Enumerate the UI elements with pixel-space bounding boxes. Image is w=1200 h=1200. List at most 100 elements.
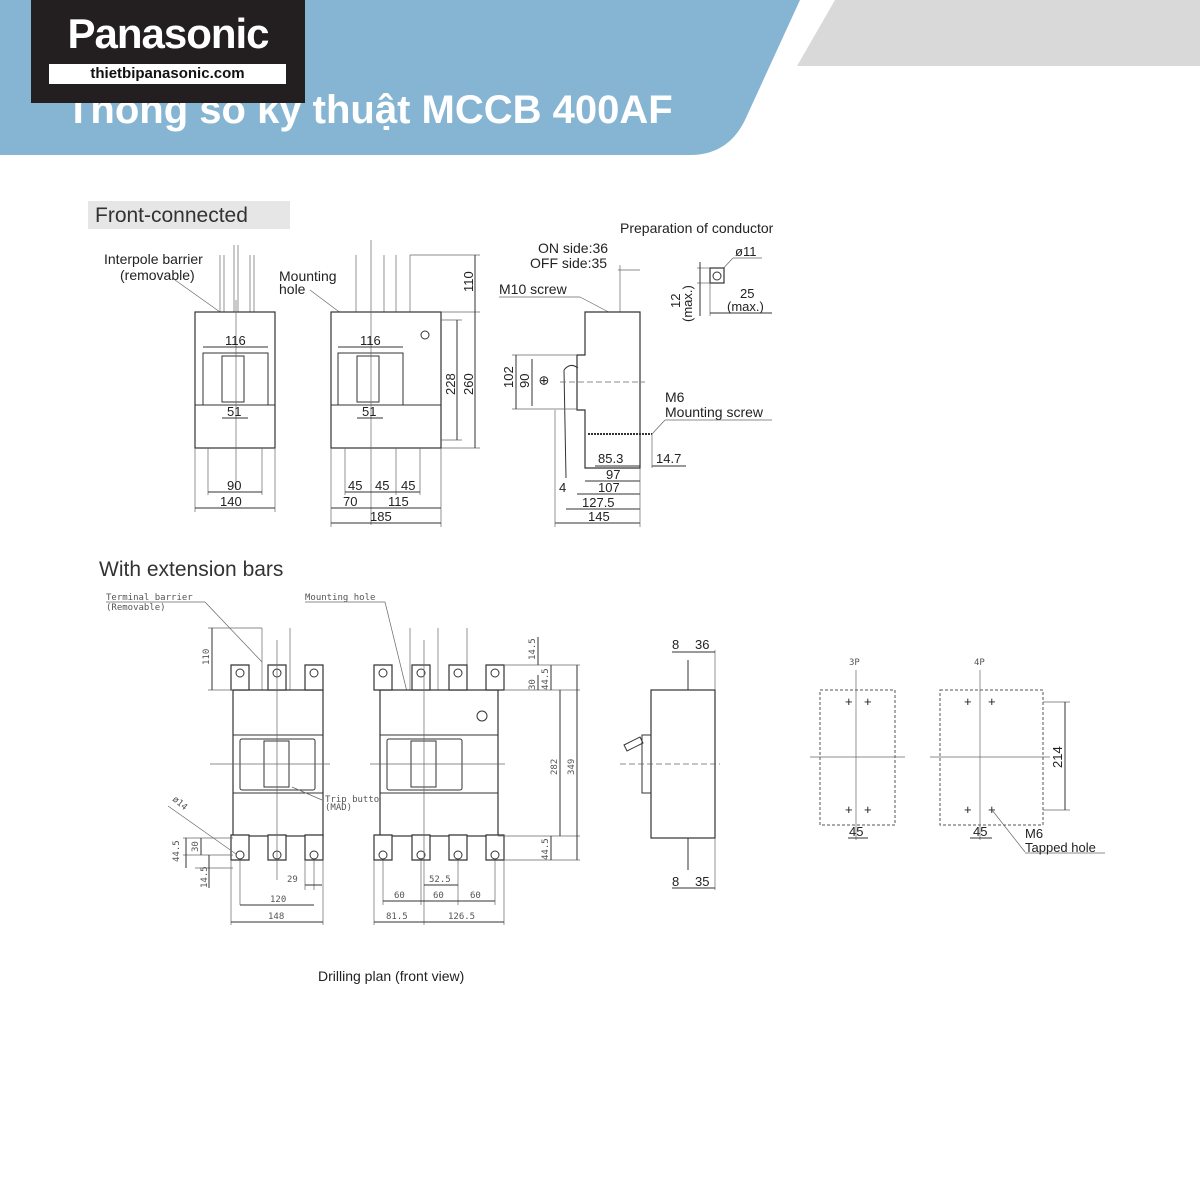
- mounting-hole-label: Mounting: [279, 268, 337, 284]
- dim-44-5: 44.5: [541, 838, 551, 860]
- dim-90: 90: [517, 374, 532, 388]
- svg-text:⊕: ⊕: [536, 375, 551, 386]
- dim-51: 51: [362, 404, 376, 419]
- m6-label: M6: [1025, 826, 1043, 841]
- dim-8: 8: [672, 637, 679, 652]
- dim-36: 36: [695, 637, 709, 652]
- dim-30: 30: [191, 841, 201, 852]
- dim-60: 60: [394, 891, 405, 901]
- svg-text:+: +: [964, 694, 972, 709]
- dim-214: 214: [1050, 746, 1065, 768]
- m10-screw-label: M10 screw: [499, 281, 568, 297]
- dim-60: 60: [433, 891, 444, 901]
- dim-29: 29: [287, 875, 298, 885]
- dim-51: 51: [227, 404, 241, 419]
- top-terminals-3p: [230, 664, 324, 861]
- dim-148: 148: [268, 912, 284, 922]
- dim-44-5: 44.5: [541, 668, 551, 690]
- m6-label: M6: [665, 389, 685, 405]
- dim-145: 145: [588, 509, 610, 524]
- brand-name: Panasonic: [67, 10, 269, 57]
- dim-90: 90: [227, 478, 241, 493]
- dim-115: 115: [388, 494, 409, 509]
- dim-44-5: 44.5: [172, 840, 182, 862]
- extension-bars-heading: With extension bars: [99, 558, 283, 581]
- svg-text:+: +: [845, 802, 853, 817]
- front-side-view: ON side:36 OFF side:35 M10 screw ⊕ 102 9…: [499, 240, 772, 527]
- dim-8: 8: [672, 874, 679, 889]
- svg-text:+: +: [964, 802, 972, 817]
- front-3p-view: Interpole barrier (removable) 116 51 90 …: [104, 245, 276, 512]
- dim-120: 120: [270, 895, 286, 905]
- front-connected-heading: Front-connected: [95, 204, 248, 227]
- website-link[interactable]: thietbipanasonic.com: [49, 64, 286, 84]
- dim-52-5: 52.5: [429, 875, 451, 885]
- mounting-hole-label-2: hole: [279, 281, 306, 297]
- dim-260: 260: [461, 373, 476, 395]
- off-side-label: OFF side:35: [530, 255, 607, 271]
- dim-12-max: (max.): [680, 285, 695, 322]
- on-side-label: ON side:36: [538, 240, 608, 256]
- panasonic-logo[interactable]: Panasonic thietbipanasonic.com: [31, 0, 305, 103]
- drilling-plan-caption: Drilling plan (front view): [318, 968, 464, 984]
- dim-228: 228: [443, 373, 458, 395]
- dim-70: 70: [343, 494, 357, 509]
- svg-text:+: +: [988, 802, 996, 817]
- dim-85-3: 85.3: [598, 451, 623, 466]
- trip-button-label: Trip button: [325, 795, 385, 805]
- trip-button-sub: (MAD): [325, 803, 352, 813]
- mounting-screw-label: Mounting screw: [665, 404, 764, 420]
- extension-4p-view: Mounting hole 14.5 30 44.5 282 349 44.5 …: [305, 593, 580, 925]
- drilling-plan-4p: 4P ++ ++ 214 45 M6 Tapped hole: [930, 658, 1105, 855]
- label-3p: 3P: [849, 658, 860, 668]
- drilling-plan-3p: 3P ++ ++ 45: [810, 658, 905, 840]
- dim-25-max: (max.): [727, 299, 764, 314]
- dim-81-5: 81.5: [386, 912, 408, 922]
- dim-45: 45: [348, 478, 362, 493]
- mounting-hole-label: Mounting hole: [305, 593, 375, 603]
- dim-25: 25: [740, 286, 754, 301]
- extension-3p-view: Terminal barrier (Removable) 110 Trip bu…: [106, 593, 385, 925]
- header-banner: Thông số kỹ thuật MCCB 400AF Panasonic t…: [0, 0, 1200, 160]
- terminal-barrier-label: Terminal barrier: [106, 593, 193, 603]
- label-4p: 4P: [974, 658, 985, 668]
- dim-116: 116: [360, 333, 381, 348]
- dim-282: 282: [550, 759, 560, 775]
- svg-text:+: +: [864, 694, 872, 709]
- dim-127-5: 127.5: [582, 495, 615, 510]
- dim-12: 12: [668, 294, 683, 308]
- dim-14-5: 14.5: [200, 866, 210, 888]
- dim-hole-11: ø11: [735, 244, 756, 259]
- dim-14-7: 14.7: [656, 451, 681, 466]
- interpole-barrier-label: Interpole barrier: [104, 251, 203, 267]
- preparation-heading: Preparation of conductor: [620, 220, 774, 236]
- svg-text:+: +: [988, 694, 996, 709]
- dim-4: 4: [559, 480, 566, 495]
- conductor-preparation: Preparation of conductor ø11 12 (max.) 2…: [620, 220, 774, 322]
- svg-text:+: +: [864, 802, 872, 817]
- dim-30: 30: [528, 679, 538, 690]
- dim-45: 45: [375, 478, 389, 493]
- dim-45: 45: [973, 824, 987, 839]
- dim-35: 35: [695, 874, 709, 889]
- dim-14-5: 14.5: [528, 638, 538, 660]
- dim-97: 97: [606, 467, 620, 482]
- dim-102: 102: [501, 366, 516, 388]
- dim-hole-14: ø14: [170, 795, 189, 813]
- terminals-4p: [373, 664, 505, 861]
- dim-349: 349: [567, 759, 577, 775]
- dim-60: 60: [470, 891, 481, 901]
- dim-110: 110: [202, 649, 212, 665]
- dim-107: 107: [598, 480, 620, 495]
- dim-126-5: 126.5: [448, 912, 475, 922]
- dim-116: 116: [225, 333, 246, 348]
- extension-side-view: 8 36 8 35: [620, 637, 720, 890]
- front-4p-view: Mounting hole 116 51 228 260 110 45 45 4…: [279, 240, 480, 527]
- removable-label: (removable): [120, 267, 195, 283]
- removable-label: (Removable): [106, 603, 166, 613]
- svg-text:+: +: [845, 694, 853, 709]
- dim-140: 140: [220, 494, 242, 509]
- dim-110: 110: [461, 271, 476, 292]
- dim-185: 185: [370, 509, 392, 524]
